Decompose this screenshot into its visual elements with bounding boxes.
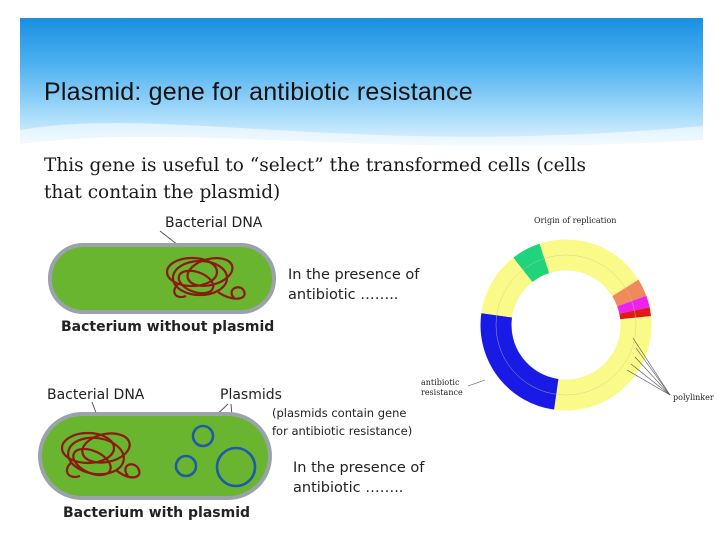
- plasmid-note-line-1: (plasmids contain gene: [272, 406, 407, 420]
- bottom-presence-line-1: In the presence of: [293, 460, 425, 476]
- body-line-2: that contain the plasmid): [44, 182, 281, 203]
- plasmid-note: (plasmids contain gene for antibiotic re…: [272, 404, 412, 440]
- bottom-presence-line-2: antibiotic ……..: [293, 480, 404, 496]
- header-wave: [20, 123, 703, 160]
- slide-title: Plasmid: gene for antibiotic resistance: [44, 78, 473, 106]
- bottom-presence-text: In the presence of antibiotic ……..: [293, 458, 424, 498]
- top-presence-text: In the presence of antibiotic ……..: [288, 265, 419, 305]
- origin-of-replication-label: Origin of replication: [534, 216, 617, 225]
- top-caption: Bacterium without plasmid: [61, 319, 275, 335]
- resistance-line-2: resistance: [421, 388, 463, 397]
- plasmid-circles: [174, 424, 257, 488]
- polylinker-pointer-lines: [626, 337, 671, 396]
- bacterial-dna-loops: [165, 256, 246, 300]
- resistance-line-1: antibiotic: [421, 378, 460, 387]
- bacterium-cell: [48, 243, 276, 314]
- plasmids-label: Plasmids: [220, 387, 282, 403]
- top-presence-line-2: antibiotic ……..: [288, 287, 399, 303]
- bottom-dna-label: Bacterial DNA: [47, 387, 145, 403]
- ring-outline: [495, 254, 637, 396]
- top-presence-line-1: In the presence of: [288, 267, 420, 283]
- antibiotic-resistance-label: antibiotic resistance: [421, 378, 463, 398]
- resistance-pointer-line: [467, 379, 486, 387]
- polylinker-label: polylinker: [673, 393, 714, 402]
- body-line-1: This gene is useful to “select” the tran…: [44, 155, 586, 176]
- bacterial-dna-loops-bottom: [60, 431, 141, 479]
- plasmid-ring: [480, 239, 652, 411]
- bottom-caption: Bacterium with plasmid: [63, 505, 251, 521]
- body-text: This gene is useful to “select” the tran…: [44, 152, 684, 206]
- top-dna-label: Bacterial DNA: [165, 215, 263, 231]
- ring-segment-green: [513, 243, 550, 283]
- plasmid-note-line-2: for antibiotic resistance): [272, 424, 413, 438]
